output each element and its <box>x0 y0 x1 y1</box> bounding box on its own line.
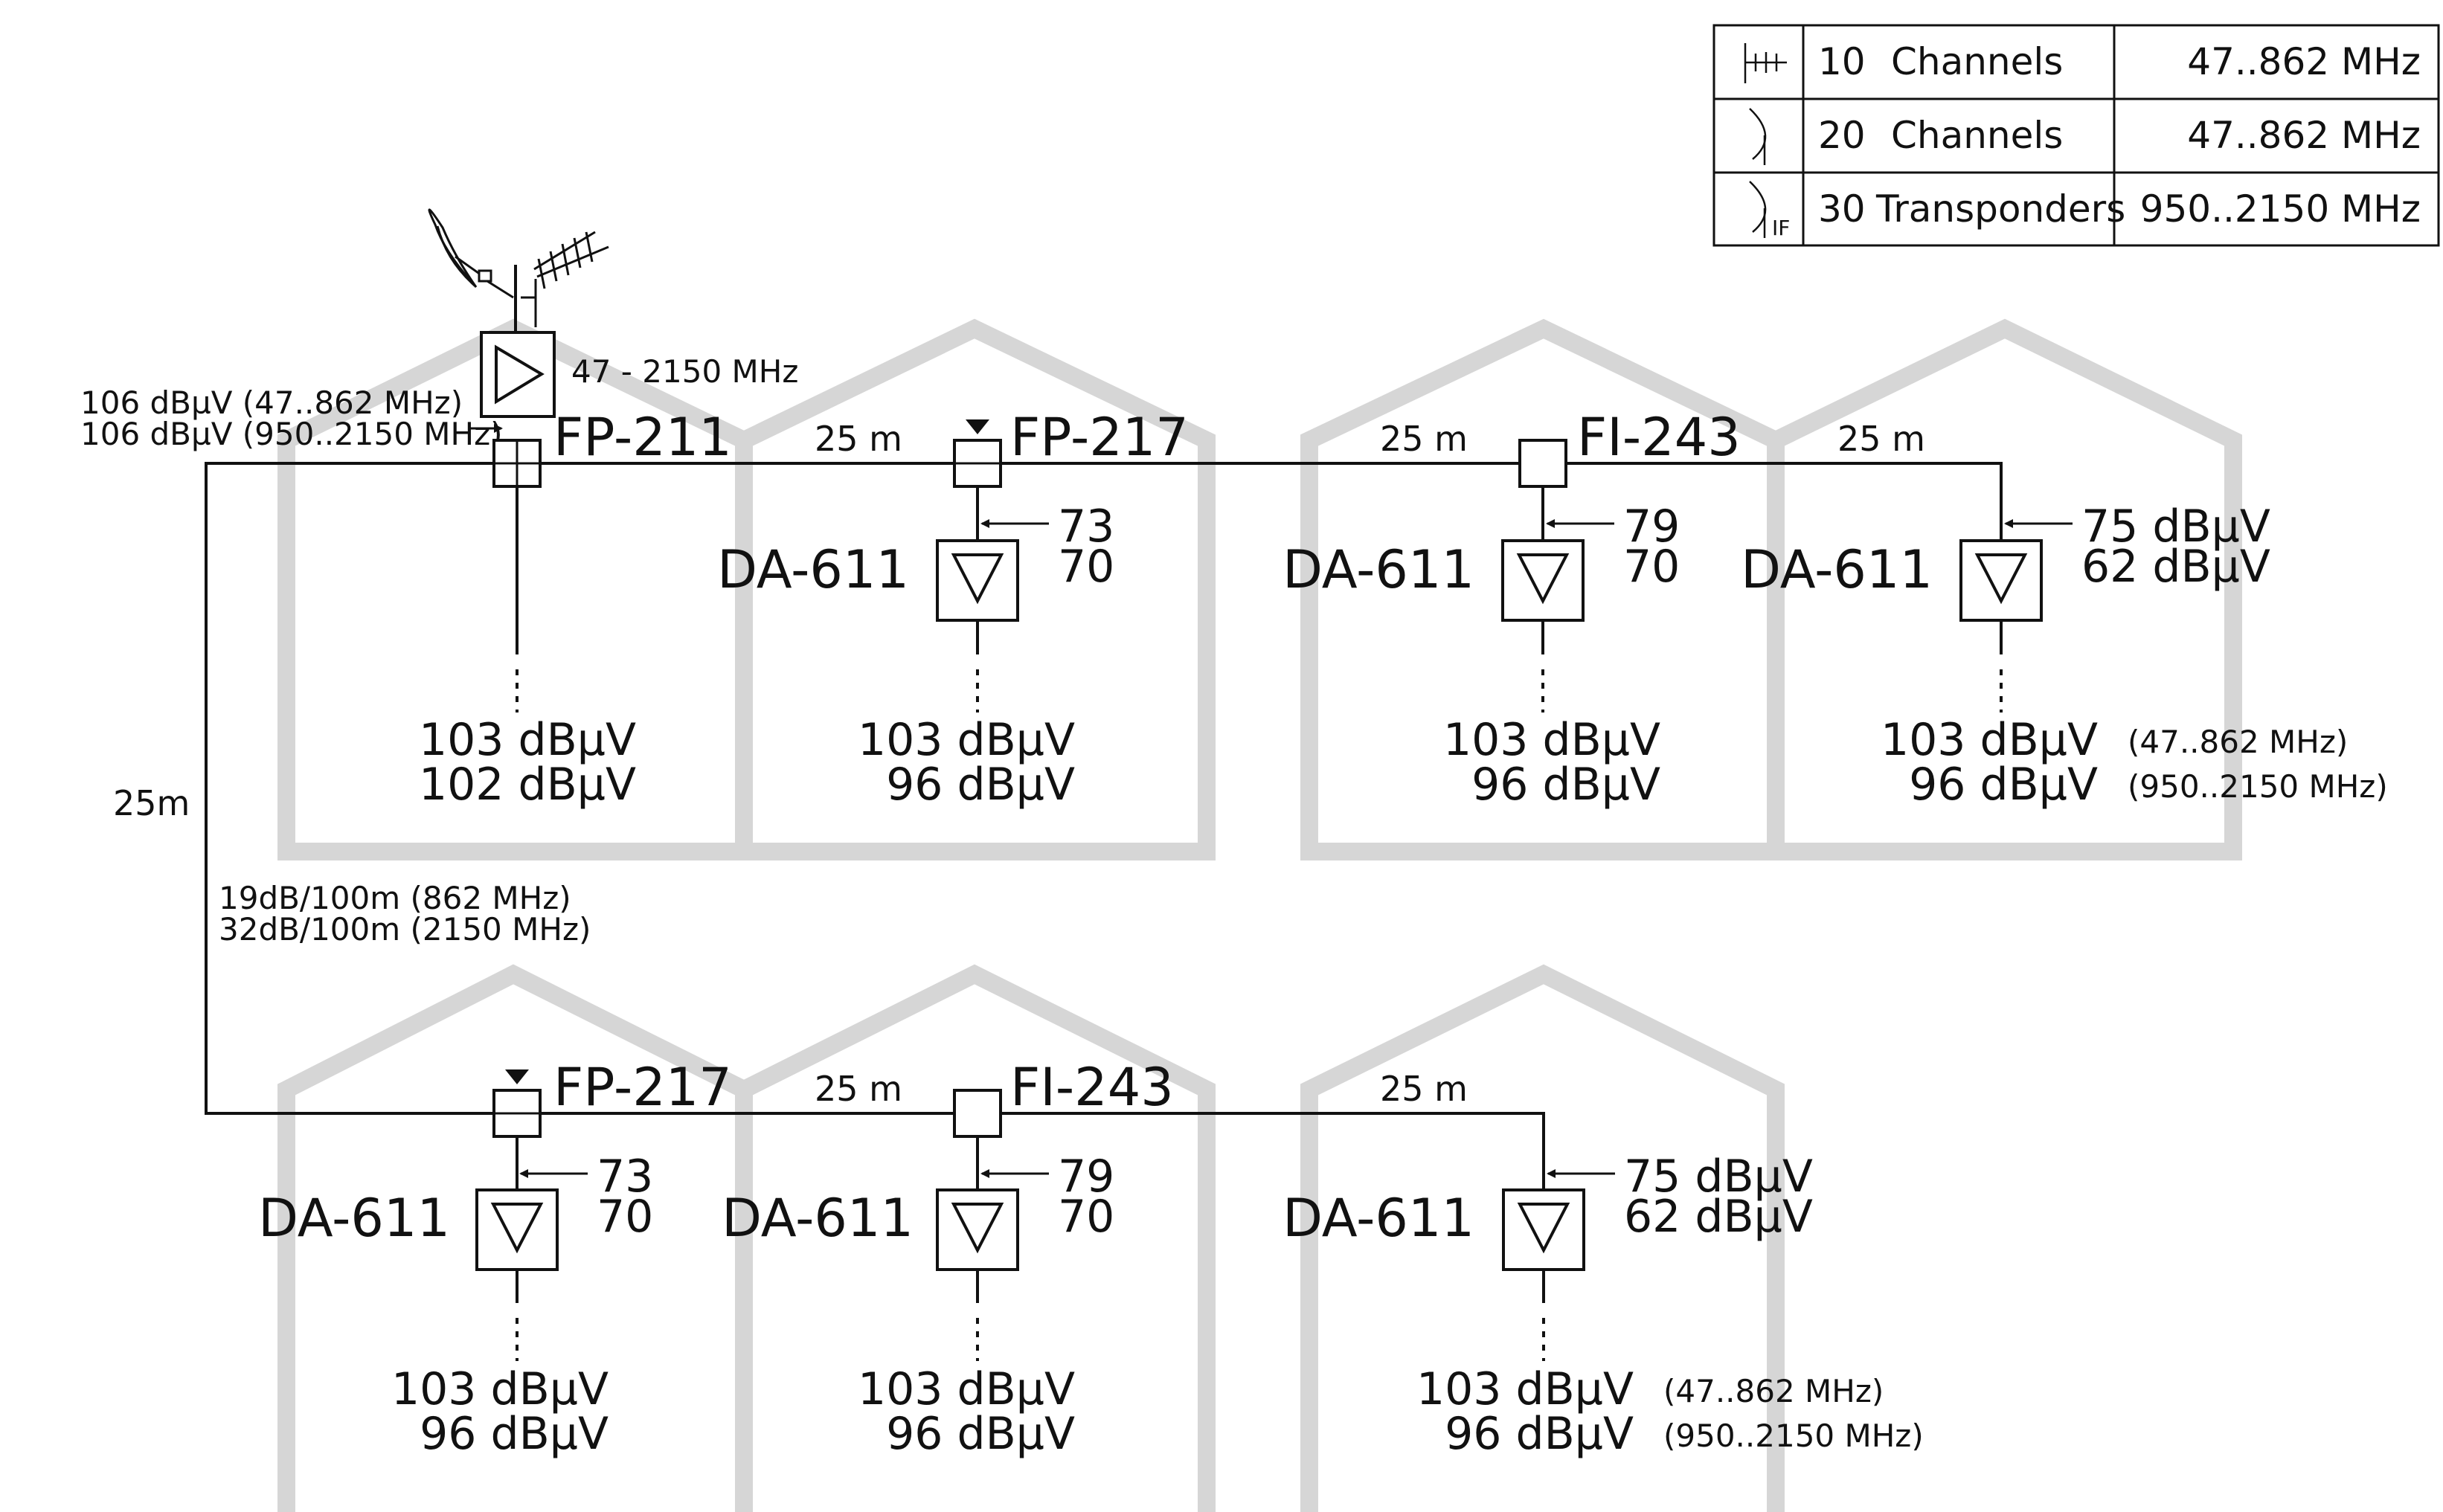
outlet-level-high: 96 dBµV <box>1445 1408 1634 1460</box>
house-outline <box>277 318 753 860</box>
satellite-dish-icon <box>428 208 514 299</box>
tap-fi-243 <box>1518 439 1567 488</box>
house-outline <box>735 318 1216 860</box>
legend-unit: Channels <box>1891 114 2063 157</box>
splitter-model-label: FP-211 <box>553 407 732 468</box>
tap-fi-243 <box>953 1089 1002 1138</box>
input-level-low-band: 106 dBµV (47..862 MHz) <box>80 385 463 421</box>
amp-input-level-high: 70 <box>1058 541 1114 593</box>
house-outlines <box>277 318 2242 1512</box>
outlet-level-low: 103 dBµV <box>391 1363 609 1415</box>
input-level-high-band: 106 dBµV (950..2150 MHz) <box>80 416 503 452</box>
terrestrial-antenna-icon <box>1744 43 1787 83</box>
outlet-level-high: 96 dBµV <box>420 1408 609 1460</box>
legend-count: 30 <box>1818 187 1866 231</box>
band-note-low: (47..862 MHz) <box>2128 724 2348 760</box>
headend-amplifier <box>480 331 556 418</box>
outlet-level-high: 96 dBµV <box>1471 759 1660 811</box>
cable-attenuation-2150: 32dB/100m (2150 MHz) <box>219 911 591 948</box>
legend-band: 950..2150 MHz <box>2140 187 2421 231</box>
legend-unit: Channels <box>1891 40 2063 83</box>
house-amplifier <box>1959 539 2043 622</box>
band-note-low: (47..862 MHz) <box>1663 1373 1884 1409</box>
band-note-high: (950..2150 MHz) <box>1663 1418 1924 1454</box>
band-note-high: (950..2150 MHz) <box>2128 768 2388 805</box>
house-amplifier <box>475 1188 559 1271</box>
amp-input-level-low: 75 dBµV <box>1624 1151 1813 1203</box>
tap-model-label: FI-243 <box>1577 407 1741 468</box>
segment-length: 25 m <box>1380 419 1468 459</box>
tap-fp-217 <box>953 419 1002 488</box>
amp-input-level-low: 75 dBµV <box>2081 501 2270 553</box>
trunk-length: 25m <box>113 783 190 823</box>
amp-input-level-high: 70 <box>1058 1191 1114 1243</box>
satellite-if-icon <box>1749 181 1767 238</box>
segment-length: 25 m <box>1380 1069 1468 1109</box>
cable-attenuation-862: 19dB/100m (862 MHz) <box>219 880 571 916</box>
house-outline <box>1300 318 1785 860</box>
outlet-level-low: 103 dBµV <box>1881 714 2098 766</box>
tap-model-label: FI-243 <box>1010 1057 1174 1118</box>
legend-unit: Transponders <box>1875 187 2125 231</box>
outlet-level-high: 102 dBµV <box>419 759 636 811</box>
legend-band: 47..862 MHz <box>2187 40 2421 83</box>
segment-length: 25 m <box>815 419 902 459</box>
tap-model-label: FP-217 <box>1010 407 1189 468</box>
legend-count: 10 <box>1818 40 1866 83</box>
outlet-level-low: 103 dBµV <box>1443 714 1660 766</box>
house-amplifier <box>1501 539 1585 622</box>
satellite-dish-icon <box>1749 108 1767 165</box>
headend-antennas <box>428 208 609 327</box>
if-icon-label: IF <box>1772 216 1790 240</box>
amp-frequency-range: 47 - 2150 MHz <box>571 353 798 390</box>
amp-model-label: DA-611 <box>1741 539 1933 600</box>
amp-input-level-low: 79 <box>1623 501 1680 553</box>
segment-length: 25 m <box>815 1069 902 1109</box>
amp-input-level-low: 79 <box>1058 1151 1114 1203</box>
amp-model-label: DA-611 <box>1283 539 1474 600</box>
legend-table: IF 10 Channels 47..862 MHz 20 Channels 4… <box>1712 24 2440 247</box>
amp-input-level-high: 70 <box>597 1191 653 1243</box>
amp-input-level-high: 62 dBµV <box>1624 1191 1813 1243</box>
amp-model-label: DA-611 <box>258 1188 450 1249</box>
amp-model-label: DA-611 <box>722 1188 914 1249</box>
segment-length: 25 m <box>1837 419 1925 459</box>
amp-model-label: DA-611 <box>717 539 909 600</box>
amp-input-level-low: 73 <box>1058 501 1114 553</box>
outlet-level-low: 103 dBµV <box>419 714 636 766</box>
outlet-level-low: 103 dBµV <box>858 714 1075 766</box>
house-outline <box>1300 964 1785 1512</box>
house-outline <box>1767 318 2242 860</box>
house-amplifier <box>1502 1188 1585 1271</box>
outlet-level-high: 96 dBµV <box>1909 759 2098 811</box>
outlet-level-high: 96 dBµV <box>886 759 1075 811</box>
outlet-level-low: 103 dBµV <box>1416 1363 1634 1415</box>
house-amplifier <box>936 539 1019 622</box>
legend-band: 47..862 MHz <box>2187 114 2421 157</box>
legend-count: 20 <box>1818 114 1866 157</box>
tap-model-label: FP-217 <box>553 1057 732 1118</box>
outlet-level-high: 96 dBµV <box>886 1408 1075 1460</box>
amp-input-level-low: 73 <box>597 1151 653 1203</box>
amp-model-label: DA-611 <box>1283 1188 1474 1249</box>
terrestrial-antenna-icon <box>521 231 609 327</box>
tap-fp-217 <box>492 1069 542 1138</box>
house-outline <box>735 964 1216 1512</box>
house-amplifier <box>936 1188 1019 1271</box>
cabling <box>205 265 2003 1361</box>
splitter-fp-211 <box>492 439 542 488</box>
amp-input-level-high: 62 dBµV <box>2081 541 2270 593</box>
amp-input-level-high: 70 <box>1623 541 1680 593</box>
outlet-level-low: 103 dBµV <box>858 1363 1075 1415</box>
